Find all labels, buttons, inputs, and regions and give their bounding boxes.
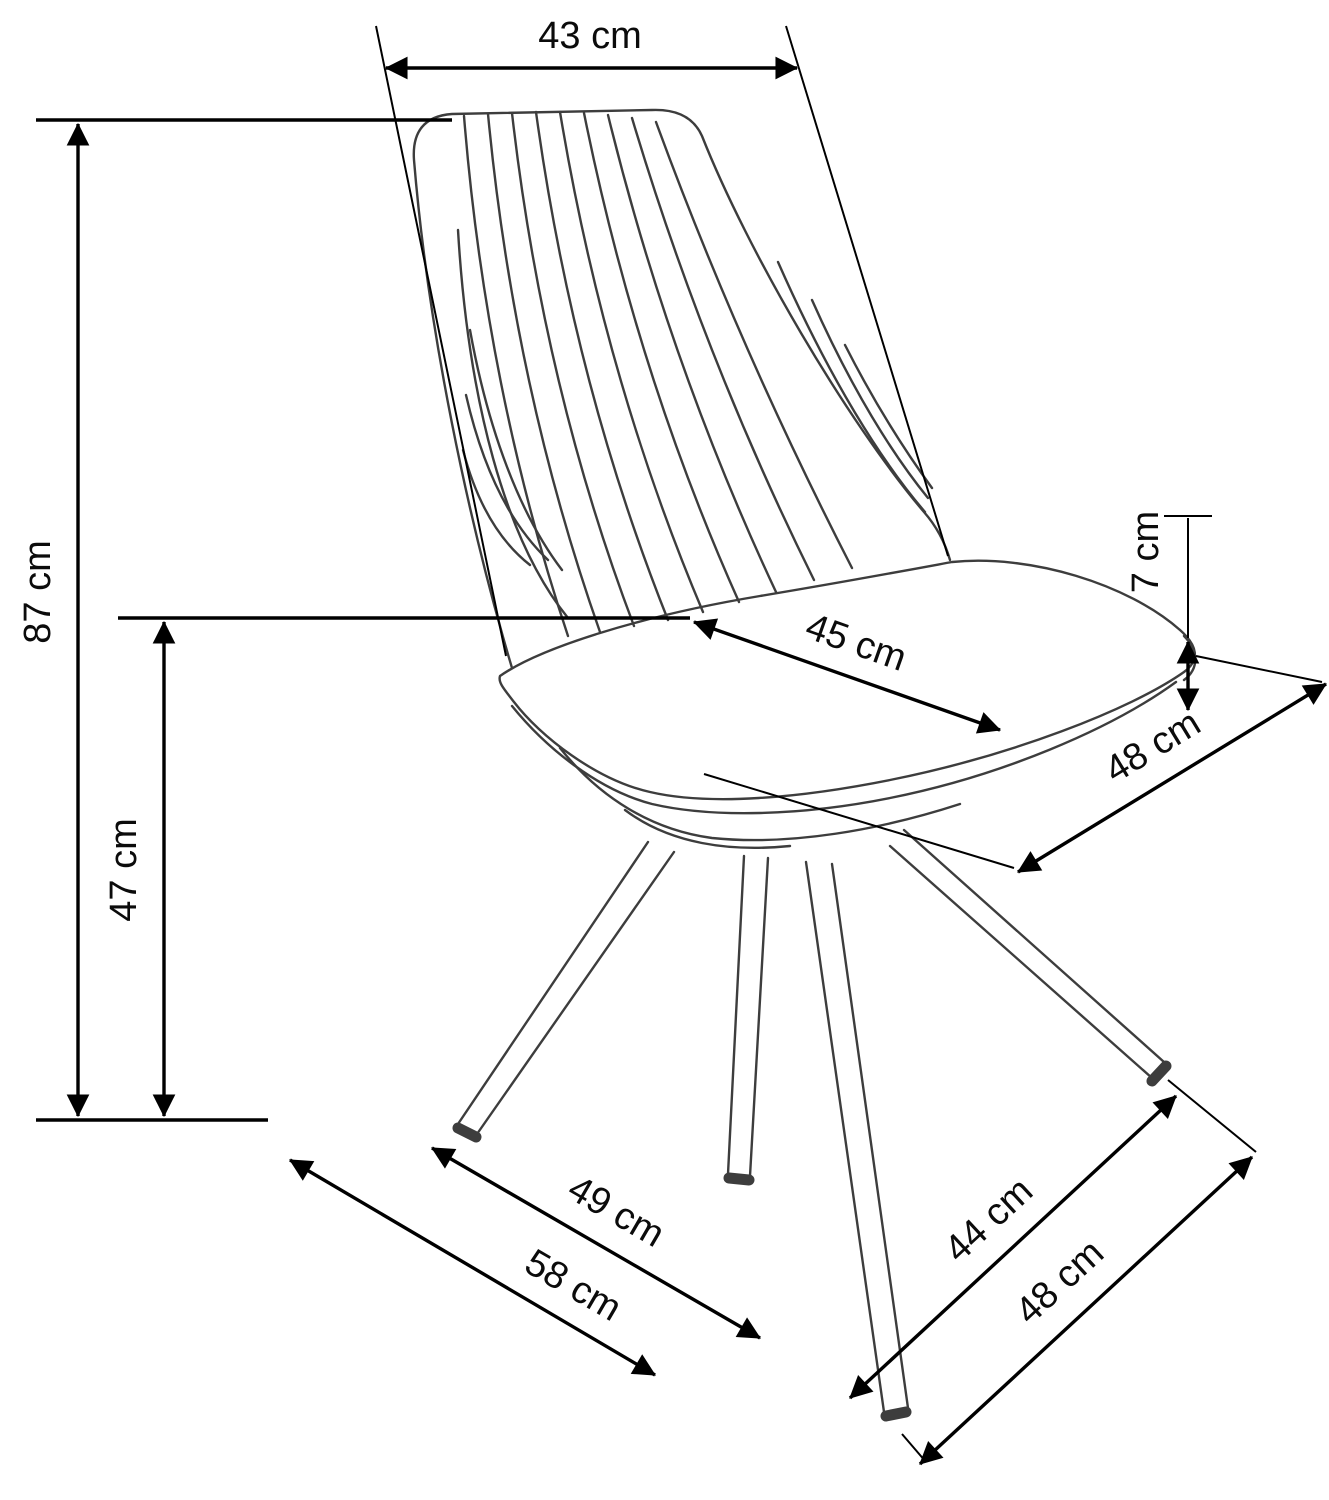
backrest-stitch-line bbox=[606, 113, 778, 594]
dimension-back-width: 43 cm bbox=[375, 15, 949, 657]
seat-frame bbox=[558, 746, 962, 842]
dimension-arrow bbox=[289, 1158, 656, 1377]
dimension-arrow bbox=[1017, 682, 1327, 874]
extension-line bbox=[901, 1433, 927, 1463]
dimension-seat-depth: 45 cm bbox=[692, 606, 1002, 734]
dimension-label: 44 cm bbox=[937, 1170, 1041, 1271]
extension-line bbox=[785, 25, 949, 557]
extension-line bbox=[1195, 655, 1323, 683]
backrest-stitch-line bbox=[582, 111, 741, 604]
cushion-edge bbox=[510, 680, 1178, 815]
dimension-label: 7 cm bbox=[1125, 511, 1167, 593]
right-wing-seam bbox=[776, 260, 927, 514]
right-leg bbox=[888, 828, 1172, 1087]
chair-illustration bbox=[412, 108, 1197, 1422]
backrest-stitch-line bbox=[462, 114, 570, 638]
dimension-overall-height: 87 cm bbox=[17, 118, 452, 1122]
dimension-label: 47 cm bbox=[103, 818, 145, 921]
dimension-label: 48 cm bbox=[1008, 1232, 1112, 1333]
dimension-label: 45 cm bbox=[800, 606, 912, 680]
backrest-stitch-line bbox=[510, 111, 636, 628]
dimension-label: 58 cm bbox=[518, 1241, 629, 1329]
front-leg bbox=[804, 860, 912, 1422]
left-wing-detail bbox=[468, 328, 564, 572]
left-leg bbox=[452, 840, 676, 1143]
extension-line bbox=[375, 25, 507, 657]
dimension-label: 87 cm bbox=[17, 540, 59, 643]
dimension-label: 43 cm bbox=[538, 15, 641, 57]
backrest-stitch-line bbox=[630, 116, 816, 582]
dimension-footprint-width-inner: 44 cm bbox=[848, 1094, 1178, 1463]
dimension-seat-height: 47 cm bbox=[103, 616, 690, 1118]
dimension-label: 48 cm bbox=[1098, 702, 1208, 792]
dimension-label: 49 cm bbox=[561, 1167, 672, 1255]
left-wing-detail bbox=[464, 393, 550, 562]
right-wing-detail bbox=[810, 298, 930, 500]
dimension-footprint-width-outer: 48 cm bbox=[918, 1079, 1257, 1466]
dimension-arrow bbox=[692, 618, 1002, 734]
extension-line bbox=[1167, 1079, 1257, 1153]
dimension-cushion-thickness: 7 cm bbox=[1125, 511, 1212, 712]
backrest-stitch-line bbox=[534, 110, 670, 622]
seat-outline bbox=[498, 559, 1196, 801]
backrest-stitch-line bbox=[558, 110, 705, 614]
seat-skirt bbox=[623, 808, 792, 850]
backrest-stitch-line bbox=[654, 120, 854, 570]
back-leg bbox=[723, 854, 770, 1186]
backrest-stitch-line bbox=[486, 112, 602, 634]
dimension-arrow bbox=[848, 1094, 1178, 1400]
left-wing-seam bbox=[456, 228, 570, 620]
extension-line bbox=[703, 773, 1015, 869]
dimension-arrow bbox=[918, 1155, 1254, 1466]
